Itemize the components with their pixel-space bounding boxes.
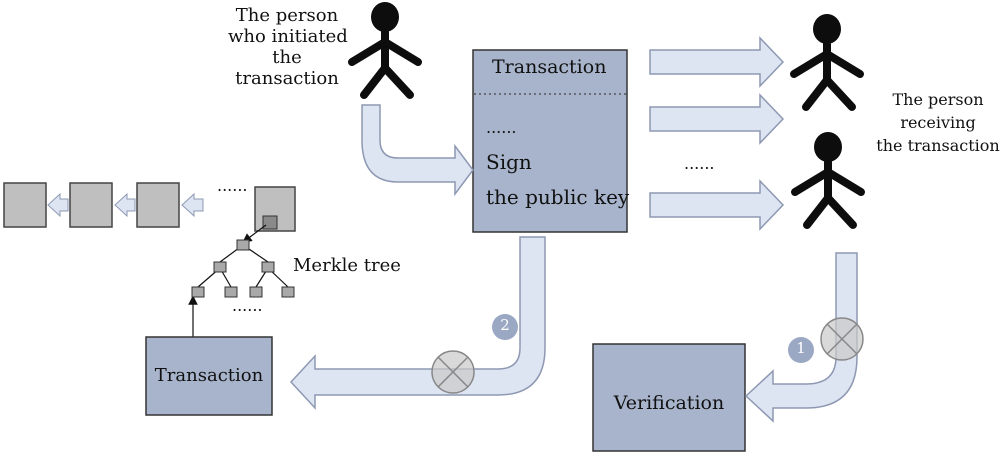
block-1 xyxy=(3,182,47,228)
transaction-box-public-key: the public key xyxy=(486,185,630,209)
sender-person-icon xyxy=(348,2,422,99)
block-root-cell xyxy=(262,215,278,230)
receiver-to-verification-arrow xyxy=(744,252,858,423)
transaction-box-dots: ...... xyxy=(486,118,517,137)
merkle-leaf-node xyxy=(224,286,238,298)
merkle-node xyxy=(213,261,227,273)
merkle-leaf-node xyxy=(249,286,263,298)
step-2-number: 2 xyxy=(500,316,510,334)
verification-label: Verification xyxy=(613,392,725,414)
merkle-dots: ...... xyxy=(232,296,263,315)
lower-transaction-label: Transaction xyxy=(154,365,264,386)
merkle-root-node xyxy=(236,239,250,251)
sender-label-line: The person xyxy=(235,5,339,26)
sender-label: The person who initiated the transaction xyxy=(228,5,348,89)
chain-arrow-1 xyxy=(47,192,69,218)
sender-label-line: the xyxy=(272,47,302,68)
receiver-label-line: receiving xyxy=(900,113,976,132)
merkle-nodes xyxy=(191,239,295,298)
receiver-person-icon xyxy=(791,132,865,229)
merkle-tree-label: Merkle tree xyxy=(293,255,401,276)
arrow-to-receiver-1b xyxy=(649,93,785,145)
sender-label-line: who initiated xyxy=(228,26,348,47)
step-1-badge xyxy=(788,337,814,363)
receiver-dots: ...... xyxy=(684,154,715,173)
chain-dots: ...... xyxy=(217,176,248,195)
merkle-node xyxy=(261,261,275,273)
chain-arrow-2 xyxy=(114,192,136,218)
receiver-person-icon xyxy=(790,14,864,111)
sender-to-transaction-arrow xyxy=(361,104,474,197)
step-1-number: 1 xyxy=(796,339,806,357)
merkle-leaf-node xyxy=(191,286,205,298)
receiver-label-line: the transaction xyxy=(876,136,1000,155)
merkle-leaf-node xyxy=(281,286,295,298)
rejection-marker-2 xyxy=(431,350,475,394)
sender-label-line: transaction xyxy=(235,68,339,89)
transaction-box xyxy=(472,49,628,233)
block-3 xyxy=(136,182,180,228)
arrow-to-receiver-1 xyxy=(649,36,785,88)
transaction-box-sign: Sign xyxy=(486,150,532,174)
transaction-box-title: Transaction xyxy=(492,56,607,78)
chain-arrow-3 xyxy=(181,192,204,218)
step-2-badge xyxy=(492,314,518,340)
block-2 xyxy=(69,182,113,228)
lower-transaction-box xyxy=(145,336,273,416)
blockchain xyxy=(3,182,296,232)
receiver-label-line: The person xyxy=(892,90,984,109)
rejection-marker-1 xyxy=(820,317,864,361)
verification-box xyxy=(592,343,746,452)
transaction-to-block-arrow xyxy=(289,236,546,410)
arrow-to-receiver-2 xyxy=(649,179,785,231)
receiver-label: The person receiving the transaction xyxy=(876,88,1000,157)
